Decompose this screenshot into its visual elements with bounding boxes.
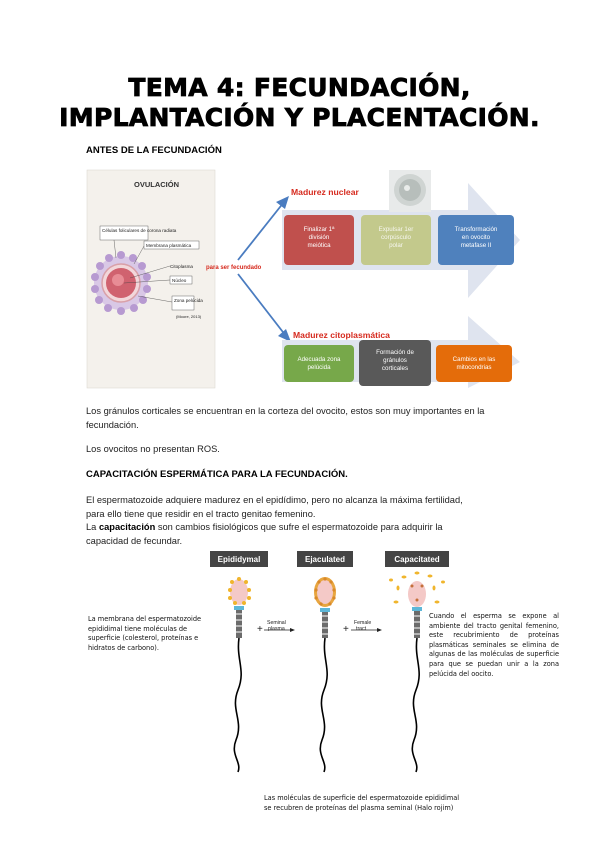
section-heading-capacitation: CAPACITACIÓN ESPERMÁTICA PARA LA FECUNDA… xyxy=(86,469,348,480)
label-zona-pellucida: Zona pelúcida xyxy=(174,298,203,303)
arrow-head-down xyxy=(278,329,291,342)
paragraph-epididymis: El espermatozoide adquiere madurez en el… xyxy=(86,494,521,548)
capacitation-term: capacitación xyxy=(98,522,156,532)
paragraph-epididymis-line2: para ello tiene que residir en el tracto… xyxy=(86,508,316,519)
stage-label-ejaculated xyxy=(297,551,353,567)
plus-sign-1: + xyxy=(257,624,263,635)
stage-ejaculated-text: Ejaculated xyxy=(305,555,345,564)
nuclear-step-1 xyxy=(284,215,354,265)
cyto-step-2 xyxy=(359,340,431,386)
plus-sign-2: + xyxy=(343,624,349,635)
ovulation-title: OVULACIÓN xyxy=(134,180,179,189)
stage-capacitated-text: Capacitated xyxy=(394,555,439,564)
label-follicular-cells: Células foliculares de corona radiata xyxy=(102,228,177,233)
note-capacitated-sperm: Cuando el esperma se expone al ambiente … xyxy=(429,612,559,678)
section-heading-before-fertilization: ANTES DE LA FECUNDACIÓN xyxy=(86,145,222,156)
cyto-step-1 xyxy=(284,345,354,382)
ovulation-figure: OVULACIÓN Células foliculares de corona … xyxy=(86,168,524,390)
sperm-capacitated xyxy=(389,571,445,773)
paragraph-no-ros: Los ovocitos no presentan ROS. xyxy=(86,444,220,454)
note-seminal-coating: Las moléculas de superficie del espermat… xyxy=(264,794,460,812)
cytoplasmic-maturation-title: Madurez citoplasmática xyxy=(293,330,390,340)
paragraph-cortical-granules: Los gránulos corticales se encuentran en… xyxy=(86,406,485,430)
nuclear-maturation-title: Madurez nuclear xyxy=(291,187,359,197)
sperm-ejaculated xyxy=(314,577,336,773)
stage-epididymal-text: Epididymal xyxy=(218,555,261,564)
sperm-epididymal xyxy=(228,577,251,773)
sperm-capacitation-diagram: Epididymal Ejaculated Capacitated + Se xyxy=(86,550,564,862)
branch-arrows xyxy=(237,201,287,337)
stage-label-capacitated xyxy=(385,551,449,567)
nuclear-step-3 xyxy=(438,215,514,265)
nuclear-step-2 xyxy=(361,215,431,265)
paragraph-capacitation-line2: capacidad de fecundar. xyxy=(86,535,183,546)
arrow-head-up xyxy=(276,196,289,209)
oocyte-illustration xyxy=(91,251,151,315)
label-cytoplasm: Citoplasma xyxy=(170,264,193,269)
sperm-capacitation-figure: Epididymal Ejaculated Capacitated + Se xyxy=(86,550,564,862)
page-title-line1: TEMA 4: FECUNDACIÓN, xyxy=(128,73,471,102)
page-title-line2: IMPLANTACIÓN Y PLACENTACIÓN. xyxy=(59,103,540,132)
paragraph-epididymis-line1: El espermatozoide adquiere madurez en el… xyxy=(86,495,463,505)
note-epididymal-membrane: La membrana del espermatozoide epididima… xyxy=(88,615,202,652)
label-plasma-membrane: Membrana plasmática xyxy=(146,243,192,248)
stage-label-epididymal xyxy=(210,551,268,567)
label-nucleus: Núcleo xyxy=(172,278,187,283)
paragraph-capacitation-line1: La capacitación son cambios fisiológicos… xyxy=(86,522,443,532)
condition-label: para ser fecundado xyxy=(206,265,262,271)
citation: (Moore, 2013) xyxy=(176,314,202,319)
cyto-step-3 xyxy=(436,345,512,382)
ovulation-diagram: OVULACIÓN Células foliculares de corona … xyxy=(86,168,524,390)
